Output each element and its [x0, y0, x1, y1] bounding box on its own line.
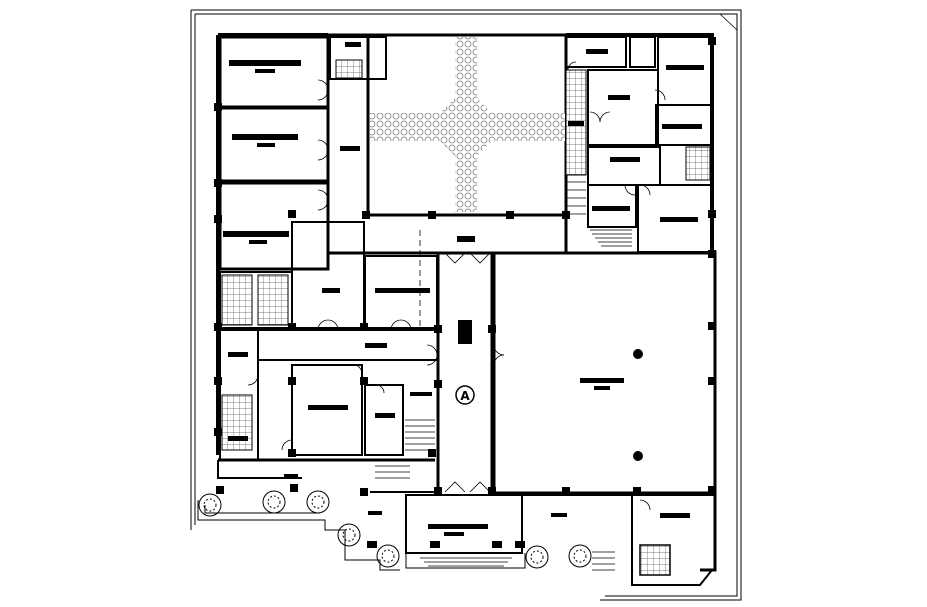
section-marker-label: A	[460, 389, 470, 403]
columns	[214, 37, 716, 496]
doors	[247, 61, 666, 511]
main-hall	[492, 251, 717, 495]
left-wing	[218, 35, 330, 461]
section-marker	[455, 385, 475, 405]
landscape-plants	[198, 490, 592, 569]
corridor: A	[436, 253, 494, 492]
right-wing	[565, 36, 713, 253]
middle-rooms	[257, 221, 439, 479]
site-boundary	[190, 9, 742, 601]
courtyard	[326, 33, 568, 255]
front-area	[197, 460, 715, 586]
